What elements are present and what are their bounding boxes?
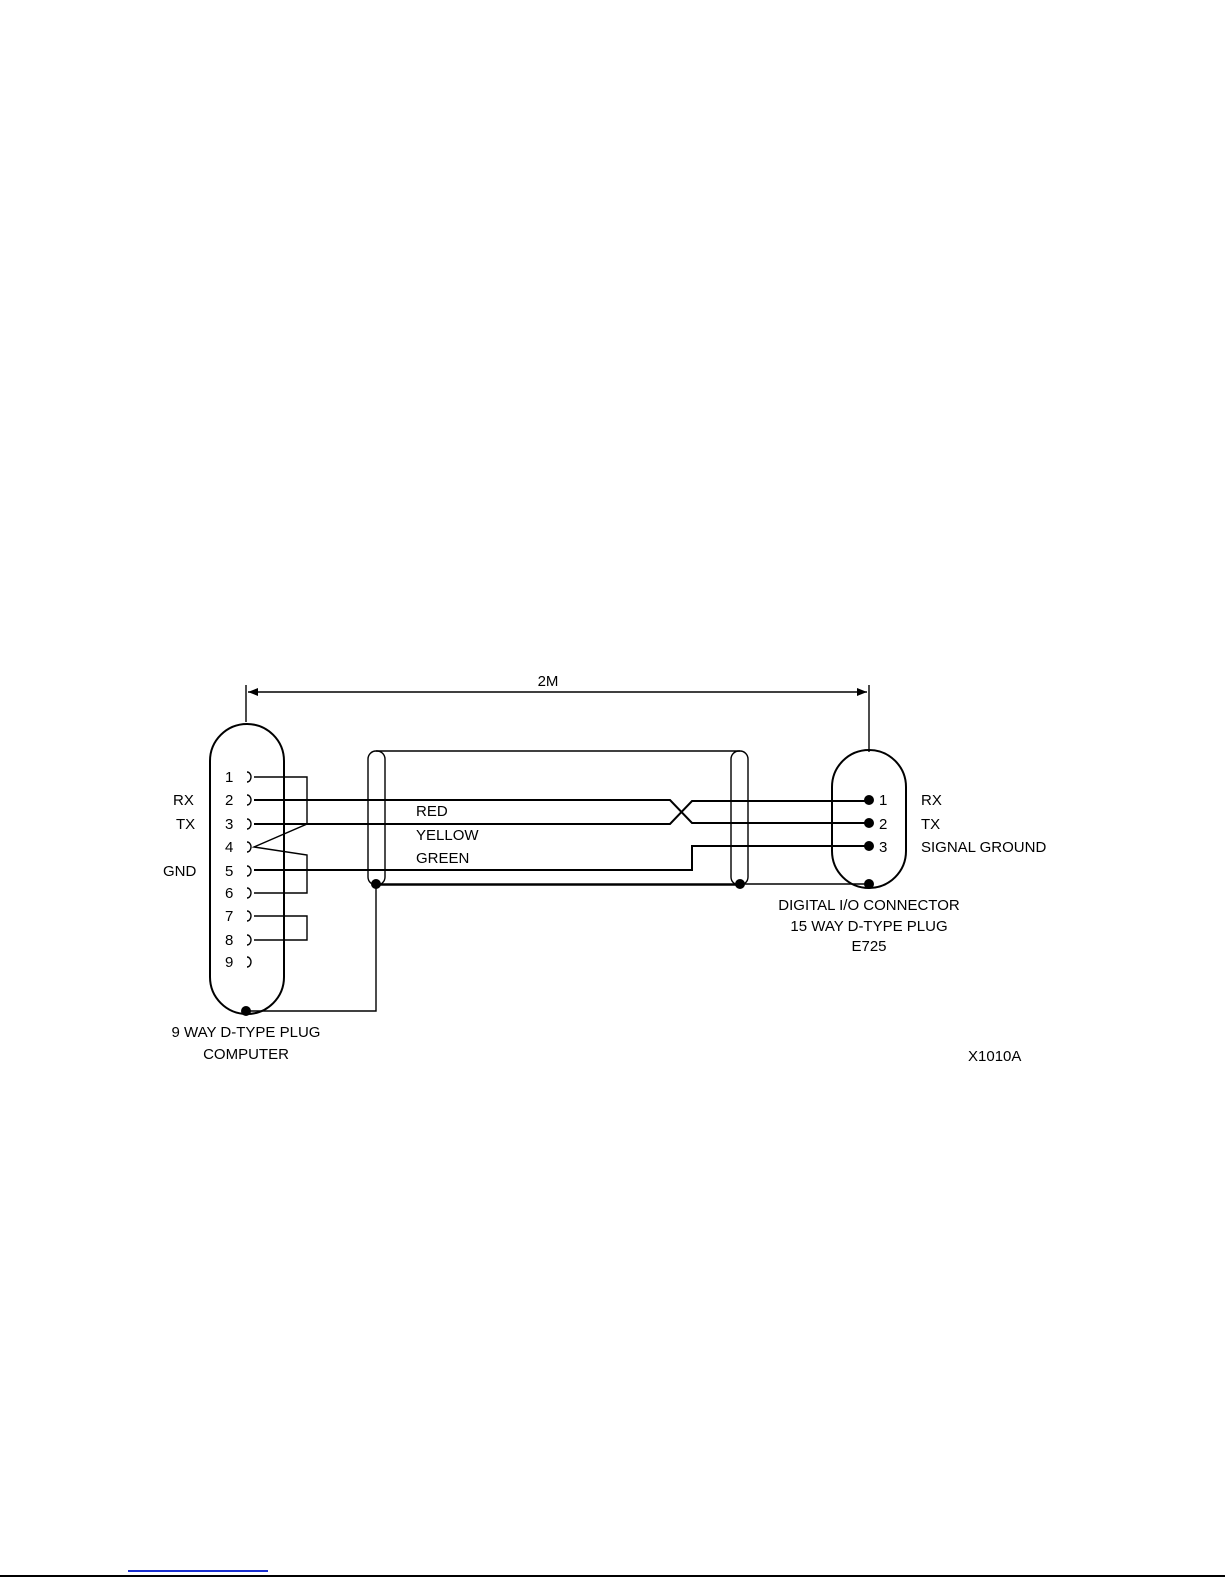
left-pin-4: 4: [225, 839, 233, 856]
left-label-gnd: GND: [163, 863, 197, 880]
right-label-signal-ground: SIGNAL GROUND: [921, 839, 1046, 856]
left-label-rx: RX: [173, 792, 194, 809]
signal-wires: [254, 800, 866, 870]
left-pin-1: 1: [225, 769, 233, 786]
left-caption-line-1: 9 WAY D-TYPE PLUG: [172, 1024, 321, 1041]
left-pin-numbers: 1 2 3 4 5 6 7 8 9: [225, 769, 233, 971]
right-pin-1: 1: [879, 792, 887, 809]
left-caption-line-2: COMPUTER: [203, 1046, 289, 1063]
right-caption-line-2: 15 WAY D-TYPE PLUG: [790, 918, 947, 935]
left-pin-9: 9: [225, 954, 233, 971]
dimension-label: 2M: [538, 673, 559, 690]
left-pin-7: 7: [225, 908, 233, 925]
cable-screen-right-end: [731, 751, 748, 885]
left-pin-5: 5: [225, 863, 233, 880]
left-pin-8: 8: [225, 932, 233, 949]
left-pin-2: 2: [225, 792, 233, 809]
left-pin-6: 6: [225, 885, 233, 902]
left-socket-contacts: [247, 772, 251, 967]
right-pin-2: 2: [879, 816, 887, 833]
right-caption-line-3: E725: [851, 938, 886, 955]
right-label-rx: RX: [921, 792, 942, 809]
wire-label-yellow: YELLOW: [416, 827, 479, 844]
dimension-2m: 2M: [246, 673, 869, 752]
drawing-reference: X1010A: [968, 1048, 1021, 1065]
right-caption-line-1: DIGITAL I/O CONNECTOR: [778, 897, 960, 914]
left-label-tx: TX: [176, 816, 195, 833]
wire-label-red: RED: [416, 803, 448, 820]
footer-rule: [0, 1575, 1225, 1577]
cable-screen-left-end: [368, 751, 385, 885]
footer-link-underline[interactable]: [128, 1570, 268, 1572]
right-pin-dots: [864, 795, 874, 851]
wire-label-green: GREEN: [416, 850, 469, 867]
left-jumpers: [254, 777, 307, 940]
right-pin-3: 3: [879, 839, 887, 856]
right-label-tx: TX: [921, 816, 940, 833]
left-pin-3: 3: [225, 816, 233, 833]
